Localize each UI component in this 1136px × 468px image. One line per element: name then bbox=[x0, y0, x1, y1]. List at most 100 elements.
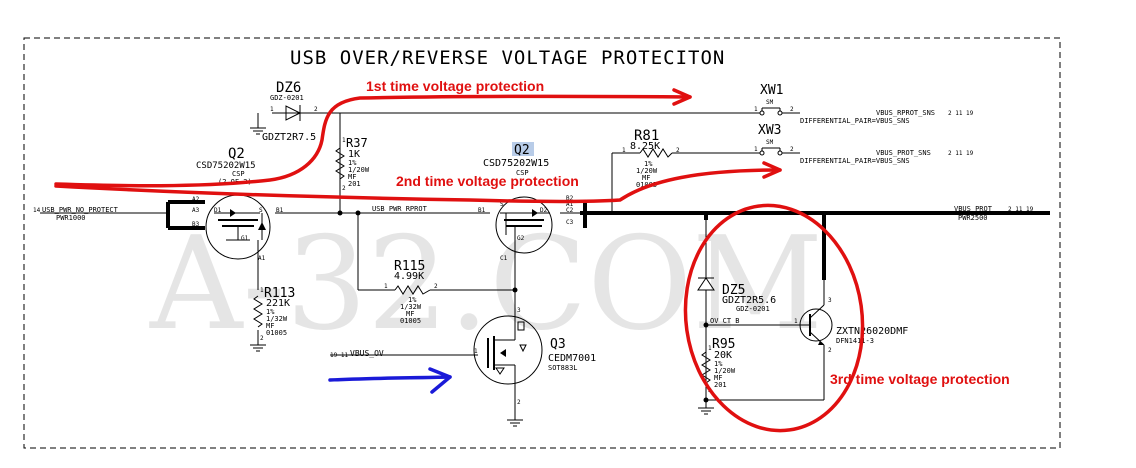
npn-pin2: 2 bbox=[828, 347, 832, 354]
r81-type: MF bbox=[642, 174, 650, 182]
r113-ref: R113 bbox=[264, 286, 295, 301]
q2b-part: CSD75202W15 bbox=[483, 158, 549, 169]
dz6-pin1: 1 bbox=[270, 106, 274, 113]
q2a-pin-b3: B3 bbox=[192, 221, 200, 228]
q3-ref: Q3 bbox=[550, 337, 566, 352]
q2b-pin-d2: D2 bbox=[540, 207, 548, 214]
r113-type: MF bbox=[266, 322, 274, 330]
xw1-pin1: 1 bbox=[754, 106, 758, 113]
net-sns1-pins: 2 11 19 bbox=[948, 110, 974, 117]
net-vbus-ov: VBUS_OV bbox=[350, 349, 384, 358]
q2a-pin-a1: A1 bbox=[258, 255, 266, 262]
q3-pkg: SOT883L bbox=[548, 364, 578, 372]
r95-pkg: 201 bbox=[714, 381, 727, 389]
r37-tol: 1% bbox=[348, 159, 357, 167]
xw3-ref: XW3 bbox=[758, 123, 781, 138]
r81-power: 1/20W bbox=[636, 167, 658, 175]
net-vbus-prot-sub: PWR2500 bbox=[958, 214, 988, 222]
q2b-ref-highlight bbox=[512, 142, 534, 156]
r81-pin1: 1 bbox=[622, 147, 626, 154]
npn-pin3: 3 bbox=[828, 297, 832, 304]
dz6-ref: DZ6 bbox=[276, 80, 301, 96]
q3-pin2: 2 bbox=[517, 399, 521, 406]
net-usb-in-sub: PWR1000 bbox=[56, 214, 86, 222]
dz5-part: GDZ-0201 bbox=[736, 305, 770, 313]
net-vbus-prot-pins: 2 11 19 bbox=[1008, 206, 1034, 213]
xw1-jumper: XW1 SM 1 2 bbox=[754, 83, 794, 116]
r95-pin1: 1 bbox=[708, 345, 712, 352]
xw3-pin2: 2 bbox=[790, 146, 794, 153]
sheet-title: USB OVER/REVERSE VOLTAGE PROTECITON bbox=[290, 47, 725, 69]
blue-arrow bbox=[328, 367, 452, 394]
xw3-jumper: XW3 SM 1 2 bbox=[754, 123, 794, 156]
q3-pin3: 3 bbox=[517, 307, 521, 314]
third-protection-circle bbox=[683, 203, 865, 433]
q2b-pin-c2: C2 bbox=[566, 207, 574, 214]
dz6-pin2: 2 bbox=[314, 106, 318, 113]
q3-pin1: 1 bbox=[474, 348, 478, 355]
first-arrow-head bbox=[672, 88, 692, 106]
r115-pin2: 2 bbox=[434, 283, 438, 290]
xw3-pkg: SM bbox=[766, 139, 774, 146]
q2a-pin-d1: D1 bbox=[214, 207, 222, 214]
q3-part: CEDM7001 bbox=[548, 353, 596, 364]
r113-power: 1/32W bbox=[266, 315, 288, 323]
npn-part: ZXTN26020DMF bbox=[836, 326, 908, 337]
q2a-pin-a3: A3 bbox=[192, 207, 200, 214]
net-ovct-b: OV_CT_B bbox=[710, 317, 740, 325]
q2a-pin-s: S bbox=[259, 207, 263, 214]
dz6-part: GDZ-0201 bbox=[270, 94, 304, 102]
net-sns2-sub: DIFFERENTIAL_PAIR=VBUS_SNS bbox=[800, 157, 910, 165]
dz5-ref: DZ5 bbox=[722, 283, 745, 298]
xw1-ref: XW1 bbox=[760, 83, 783, 98]
npn-pin1: 1 bbox=[794, 318, 798, 325]
first-protection-path bbox=[54, 94, 692, 188]
r81-resistor: R81 8.25K 1% 1/20W MF 01005 1 2 bbox=[622, 128, 680, 189]
net-sns2: VBUS_PROT_SNS bbox=[876, 149, 931, 157]
q2a-pin-a2: A2 bbox=[192, 196, 200, 203]
r115-pin1: 1 bbox=[384, 283, 388, 290]
r37-resistor: R37 1K 1% 1/20W MF 201 1 2 bbox=[335, 136, 370, 192]
r115-tol: 1% bbox=[408, 296, 417, 304]
r113-tol: 1% bbox=[266, 308, 275, 316]
r37-pkg: 201 bbox=[348, 180, 361, 188]
r37-value: 1K bbox=[348, 149, 360, 160]
annotation-third: 3rd time voltage protection bbox=[830, 371, 1010, 387]
junctions bbox=[337, 210, 709, 403]
r37-power: 1/20W bbox=[348, 166, 370, 174]
dz5-zener: DZ5 GDZT2R5.6 GDZ-0201 bbox=[697, 270, 776, 320]
r37-pin2: 2 bbox=[342, 185, 346, 192]
r95-value: 20K bbox=[714, 350, 732, 361]
q2b-pin-s: S bbox=[500, 201, 504, 208]
net-usb-mid: USB_PWR_RPROT bbox=[372, 205, 428, 213]
npn-pkg: DFN1411-3 bbox=[836, 337, 874, 345]
r81-pin2: 2 bbox=[676, 147, 680, 154]
net-sns1: VBUS_RPROT_SNS bbox=[876, 109, 935, 117]
r95-type: MF bbox=[714, 374, 722, 382]
q2b-pin-g2: G2 bbox=[517, 235, 525, 242]
q2a-pin-b1: B1 bbox=[276, 207, 284, 214]
r37-ref: R37 bbox=[346, 136, 368, 150]
q2a-part: CSD75202W15 bbox=[196, 161, 256, 171]
net-sns1-sub: DIFFERENTIAL_PAIR=VBUS_SNS bbox=[800, 117, 910, 125]
xw1-pkg: SM bbox=[766, 99, 774, 106]
q2b-pin-b1: B1 bbox=[478, 207, 486, 214]
r113-pkg: 01005 bbox=[266, 329, 287, 337]
npn-transistor: ZXTN26020DMF DFN1411-3 1 2 3 bbox=[794, 297, 908, 354]
net-usb-in-pin: 14 bbox=[33, 207, 41, 214]
net-usb-in: USB_PWR_NO_PROTECT bbox=[42, 206, 119, 214]
q2a-pkg: CSP bbox=[232, 170, 245, 178]
r81-value: 8.25K bbox=[630, 141, 660, 152]
net-sns2-pins: 2 11 19 bbox=[948, 150, 974, 157]
net-vbus-ov-pins: 19 11 bbox=[330, 352, 348, 359]
r115-pkg: 01005 bbox=[400, 317, 421, 325]
q2-mosfet-right: Q2 CSD75202W15 CSP B1 D2 S C2 C3 G2 C1 B… bbox=[478, 142, 574, 262]
second-protection-path bbox=[54, 168, 782, 204]
q3-mosfet: Q3 CEDM7001 SOT883L 1 2 3 bbox=[473, 300, 596, 406]
wires bbox=[40, 112, 825, 420]
r113-resistor: R113 221K 1% 1/32W MF 01005 1 2 bbox=[253, 286, 295, 342]
second-arrow-head bbox=[762, 161, 782, 179]
q2b-pin-c3: C3 bbox=[566, 219, 574, 226]
r115-power: 1/32W bbox=[400, 303, 422, 311]
annotation-first: 1st time voltage protection bbox=[366, 78, 544, 94]
